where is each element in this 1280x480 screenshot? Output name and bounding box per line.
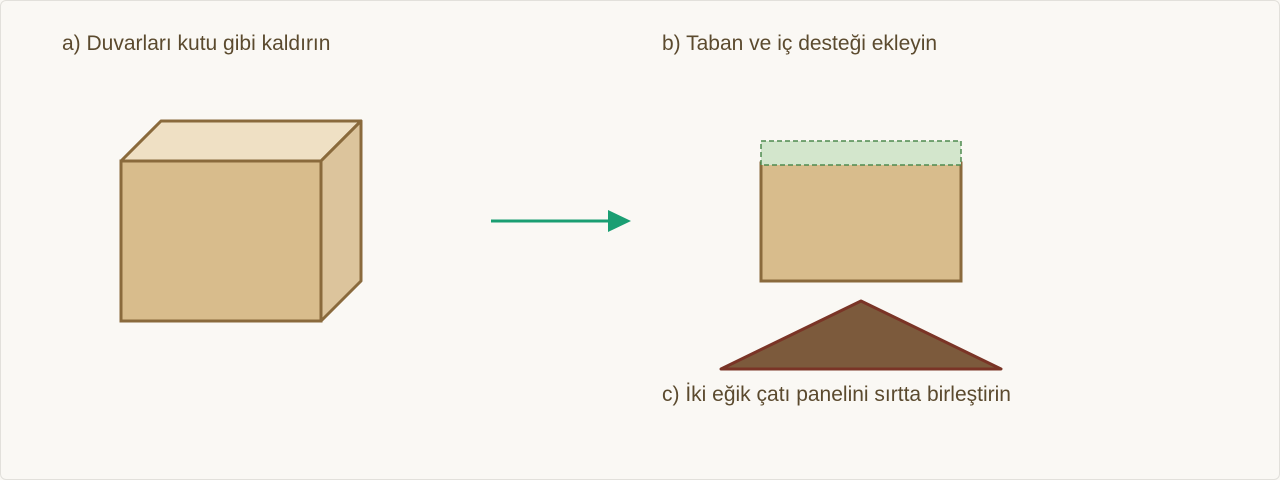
- walls-box: [119, 119, 363, 323]
- roof-panels: [719, 299, 1003, 371]
- inner-support: [760, 140, 962, 166]
- base-with-support: [759, 140, 963, 283]
- box-front-face: [119, 159, 323, 323]
- step-c-label: c) İki eğik çatı panelini sırtta birleşt…: [662, 383, 1011, 406]
- base-block: [759, 161, 963, 283]
- right-arrow-icon: [491, 210, 631, 232]
- step-b-label: b) Taban ve iç desteği ekleyin: [662, 32, 938, 55]
- step-a-label: a) Duvarları kutu gibi kaldırın: [62, 32, 331, 55]
